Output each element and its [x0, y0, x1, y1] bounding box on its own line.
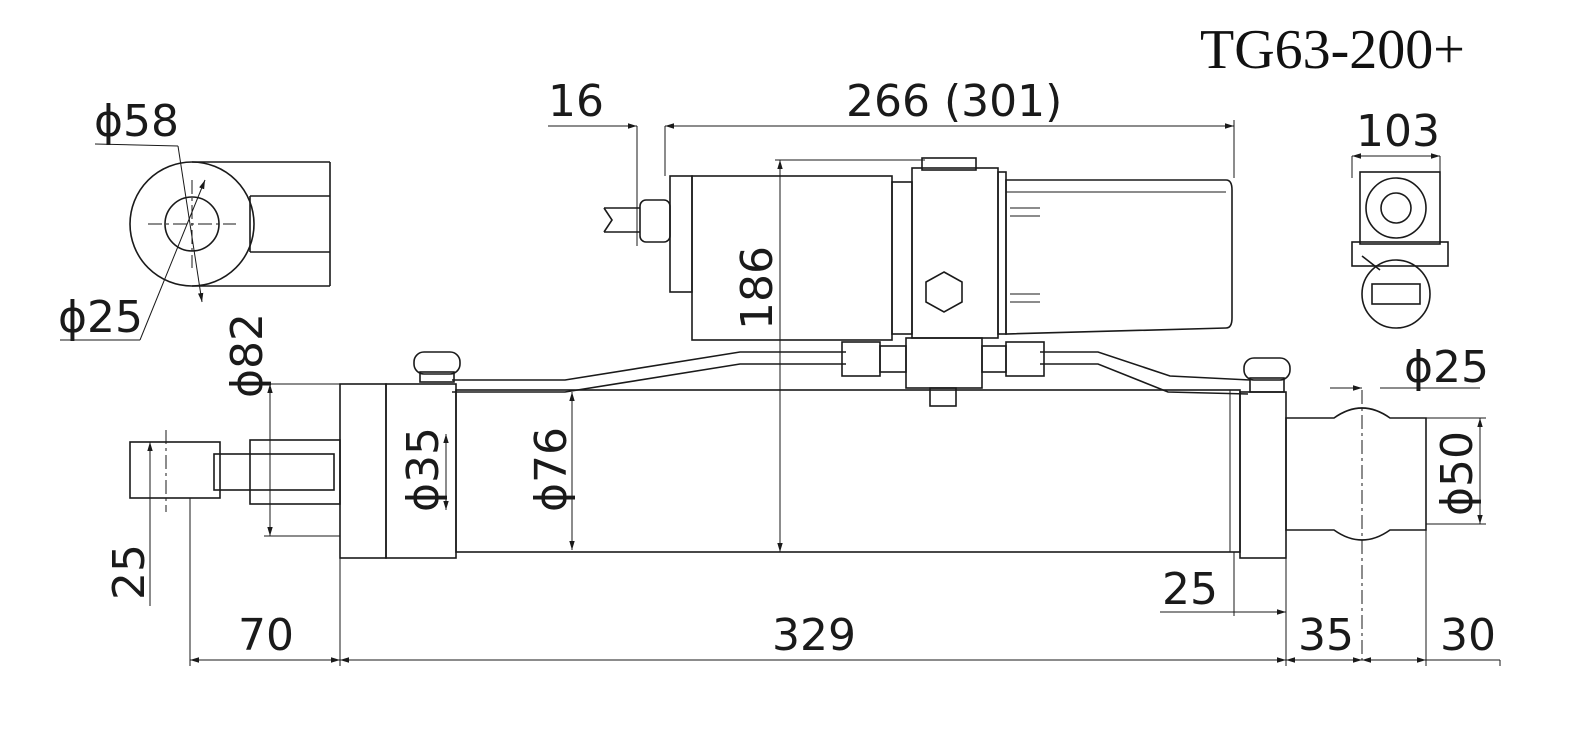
cylinder-body [129, 337, 1427, 660]
end-outer-dia-label: ϕ58 [94, 96, 179, 147]
side-view [1351, 171, 1449, 329]
height-label: 186 [732, 246, 783, 330]
clevis-end-label: 30 [1440, 610, 1496, 661]
rod-end-view [60, 143, 331, 341]
clevis-length-label: 35 [1298, 610, 1354, 661]
motor-assembly [603, 157, 1233, 341]
flange-dia-label: ϕ82 [222, 313, 273, 398]
clevis-dia-label: ϕ25 [1404, 342, 1489, 393]
motor-length-label: 266 (301) [846, 76, 1062, 127]
clevis-outer-dia-label: ϕ50 [1432, 431, 1483, 516]
end-inner-dia-label: ϕ25 [58, 292, 143, 343]
body-dia-label: ϕ76 [526, 427, 577, 512]
cap-gap-label: 25 [1162, 564, 1218, 615]
motor-width-label: 103 [1356, 106, 1440, 157]
rod-end-height-label: 25 [104, 544, 155, 600]
body-length-label: 329 [772, 610, 856, 661]
model-title: TG63-200+ [1200, 19, 1465, 81]
rod-dia-label: ϕ35 [398, 427, 449, 512]
rod-extension-label: 70 [238, 610, 294, 661]
motor-offset-label: 16 [548, 76, 604, 127]
